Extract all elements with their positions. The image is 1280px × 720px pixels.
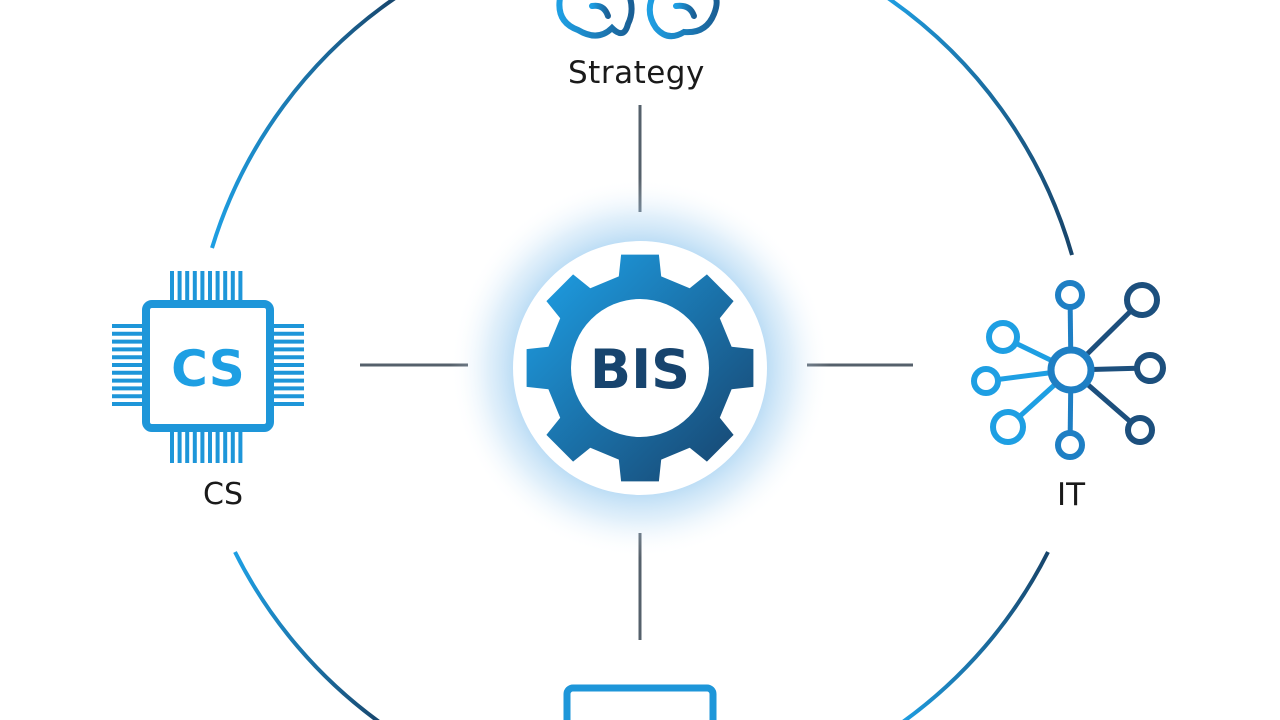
network-link [1067, 306, 1074, 351]
monitor-icon [563, 684, 717, 720]
chip-icon: CS [112, 271, 304, 463]
gear-hole [571, 299, 709, 437]
chip-body [142, 300, 274, 432]
network-node [1055, 280, 1085, 310]
network-hub [1047, 346, 1095, 394]
center-label: BIS [590, 338, 690, 401]
ring-arc-bottom-right [902, 551, 1050, 720]
node-label-it: IT [1057, 477, 1086, 513]
ring-arc-top-right [887, 0, 1074, 256]
ring-arc-bottom-left [233, 551, 380, 720]
chip-label: CS [171, 340, 245, 398]
network-node [1134, 352, 1166, 384]
network-link [997, 370, 1052, 382]
network-link [1084, 381, 1133, 424]
network-link [1017, 381, 1058, 419]
network-node [986, 320, 1020, 354]
network-icon [971, 280, 1166, 460]
network-link [1067, 389, 1074, 434]
node-label-cs: CS [203, 477, 243, 512]
network-link [1014, 340, 1055, 364]
network-link [1090, 365, 1138, 372]
outer-ring [210, 0, 1074, 720]
brain-icon [556, 0, 720, 40]
network-node [971, 366, 1001, 396]
ring-arc-top-left [210, 0, 396, 249]
network-node [1125, 415, 1155, 445]
network-link [1083, 308, 1134, 358]
node-label-strategy: Strategy [568, 55, 705, 91]
network-node [1124, 282, 1160, 318]
network-node [990, 409, 1026, 445]
network-node [1055, 430, 1085, 460]
